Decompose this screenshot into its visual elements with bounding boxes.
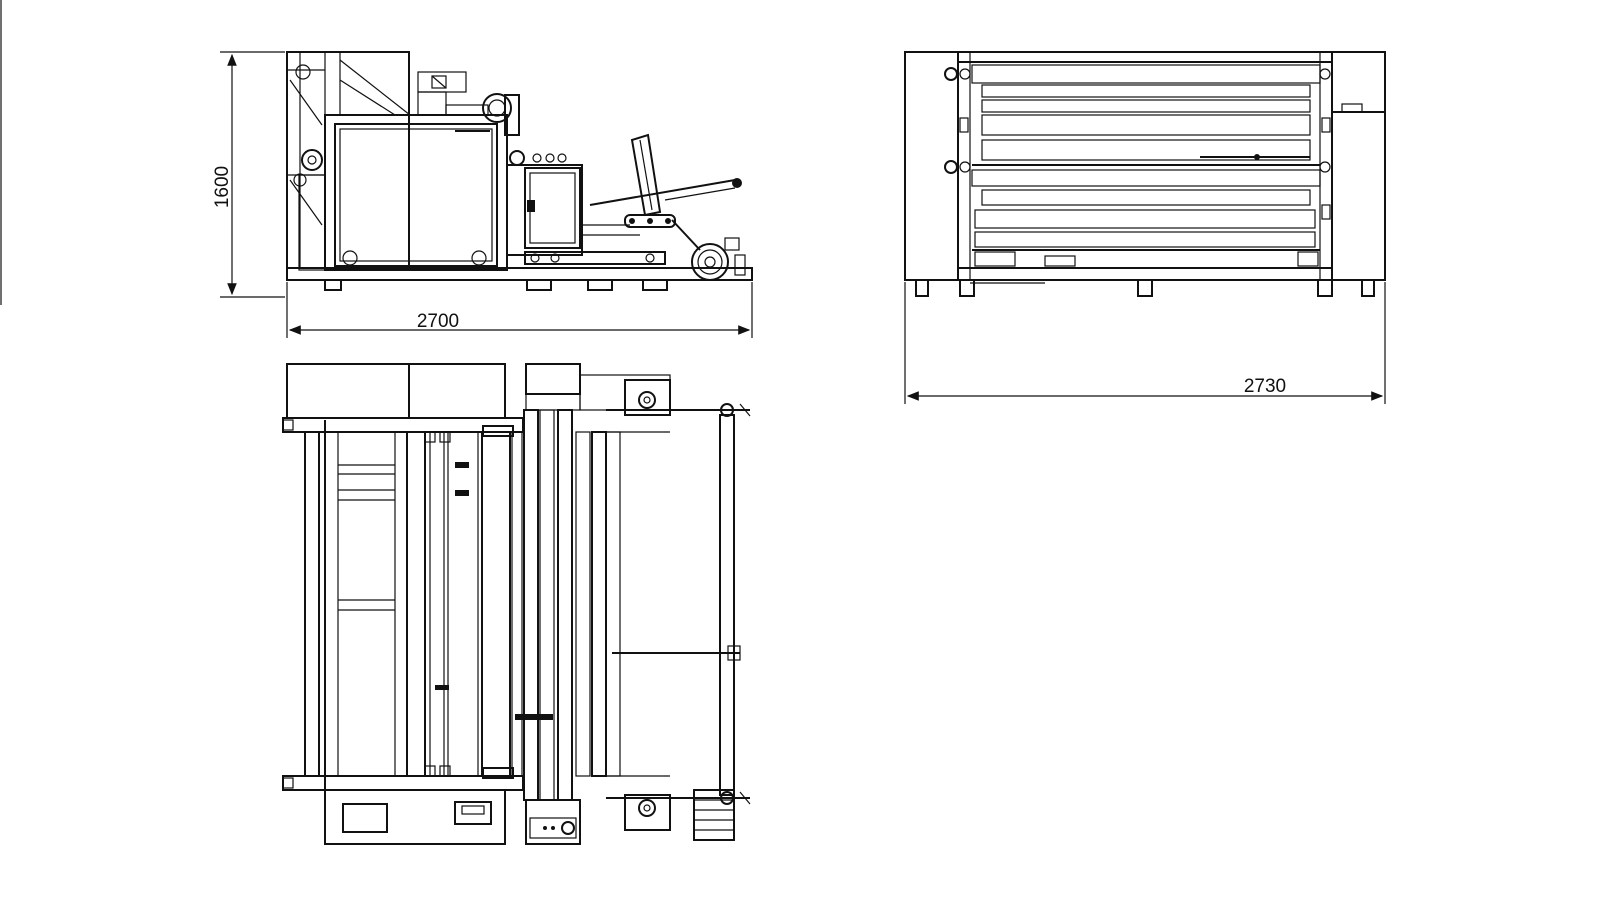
side-view <box>286 51 753 291</box>
width-dimension-side: 2700 <box>286 282 753 338</box>
height-dimension: 1600 <box>212 51 285 298</box>
top-view <box>282 363 751 845</box>
width-dimension-front: 2730 <box>904 282 1386 404</box>
side-width-label: 2700 <box>417 311 459 332</box>
front-view <box>904 51 1386 297</box>
front-width-label: 2730 <box>1244 376 1286 397</box>
height-label: 1600 <box>212 166 233 208</box>
